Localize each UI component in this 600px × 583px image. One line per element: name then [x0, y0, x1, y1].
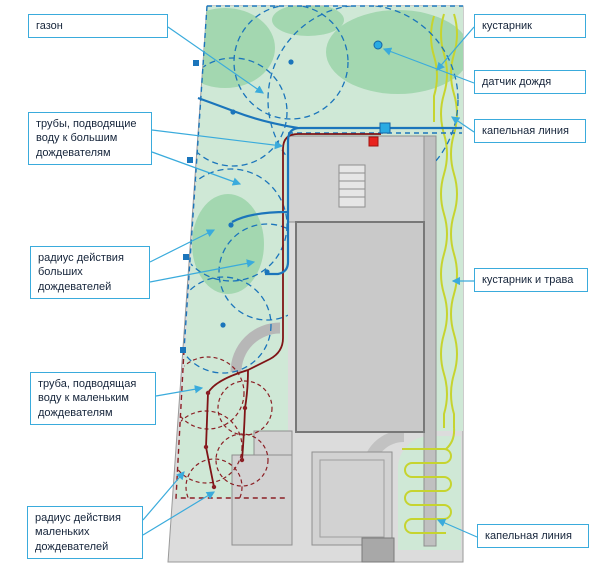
callout-shrub: кустарник — [474, 14, 586, 39]
controller-marker — [368, 136, 379, 147]
valve-marker — [379, 122, 391, 134]
steps-lower-left — [231, 430, 293, 546]
plot-boundaries — [175, 5, 463, 499]
sprinkler-head-markers — [180, 40, 391, 490]
leader-pipes-large-1 — [151, 129, 284, 150]
leader-pipe-small — [155, 385, 204, 397]
stairs — [338, 164, 366, 208]
callout-rain-sensor: датчик дождя — [474, 70, 586, 95]
pipes-large-sprinklers — [197, 96, 462, 276]
callout-drip-line-top: капельная линия — [474, 119, 586, 144]
rain-sensor-dot — [373, 40, 383, 50]
callout-drip-line-bottom-label: капельная линия — [485, 530, 572, 542]
callout-pipe-small-label: труба, подводящая воду к маленьким дожде… — [38, 378, 137, 419]
drip-lines — [402, 13, 458, 534]
leader-radius-small-1 — [142, 471, 185, 521]
callout-shrub-label: кустарник — [482, 20, 532, 32]
callout-radius-small-label: радиус действия маленьких дождевателей — [35, 512, 121, 553]
callout-lawn-label: газон — [36, 20, 63, 32]
large-sprinkler-heads — [180, 59, 294, 353]
house-structures — [231, 135, 437, 563]
drip-line-coil — [402, 427, 456, 534]
leader-radius-small-2 — [142, 491, 216, 536]
leader-drip-top — [451, 116, 475, 133]
house-main — [295, 221, 425, 433]
callout-radius-large: радиус действия больших дождевателей — [30, 246, 150, 299]
entry-pad — [361, 537, 395, 563]
leader-radius-large-2 — [149, 259, 256, 283]
callout-shrub-and-grass-label: кустарник и трава — [482, 274, 574, 286]
callout-shrub-and-grass: кустарник и трава — [474, 268, 588, 293]
callout-radius-large-label: радиус действия больших дождевателей — [38, 252, 124, 293]
drip-line-top-corner — [430, 15, 438, 122]
callout-lawn: газон — [28, 14, 168, 39]
steps-lower-center — [311, 451, 393, 546]
leader-rain-sensor — [382, 47, 475, 84]
leader-lines — [142, 26, 478, 538]
callout-pipes-large-label: трубы, подводящие воду к большим дождева… — [36, 118, 137, 159]
drip-line-right-strip-1 — [440, 13, 448, 428]
side-strip — [423, 135, 437, 547]
callout-drip-line-top-label: капельная линия — [482, 125, 569, 137]
callout-radius-small: радиус действия маленьких дождевателей — [27, 506, 143, 559]
small-sprinkler-heads — [203, 390, 248, 490]
leader-radius-large-1 — [149, 229, 216, 263]
leader-lawn — [167, 26, 264, 94]
leader-shrub — [436, 26, 475, 71]
callout-pipes-large: трубы, подводящие воду к большим дождева… — [28, 112, 152, 165]
small-sprinkler-radii — [176, 356, 273, 498]
drip-line-right-strip-2 — [450, 13, 458, 428]
callout-drip-line-bottom: капельная линия — [477, 524, 589, 549]
callout-rain-sensor-label: датчик дождя — [482, 76, 552, 88]
callout-pipe-small: труба, подводящая воду к маленьким дожде… — [30, 372, 156, 425]
leader-drip-bottom — [436, 519, 478, 538]
leader-pipes-large-2 — [151, 151, 242, 186]
